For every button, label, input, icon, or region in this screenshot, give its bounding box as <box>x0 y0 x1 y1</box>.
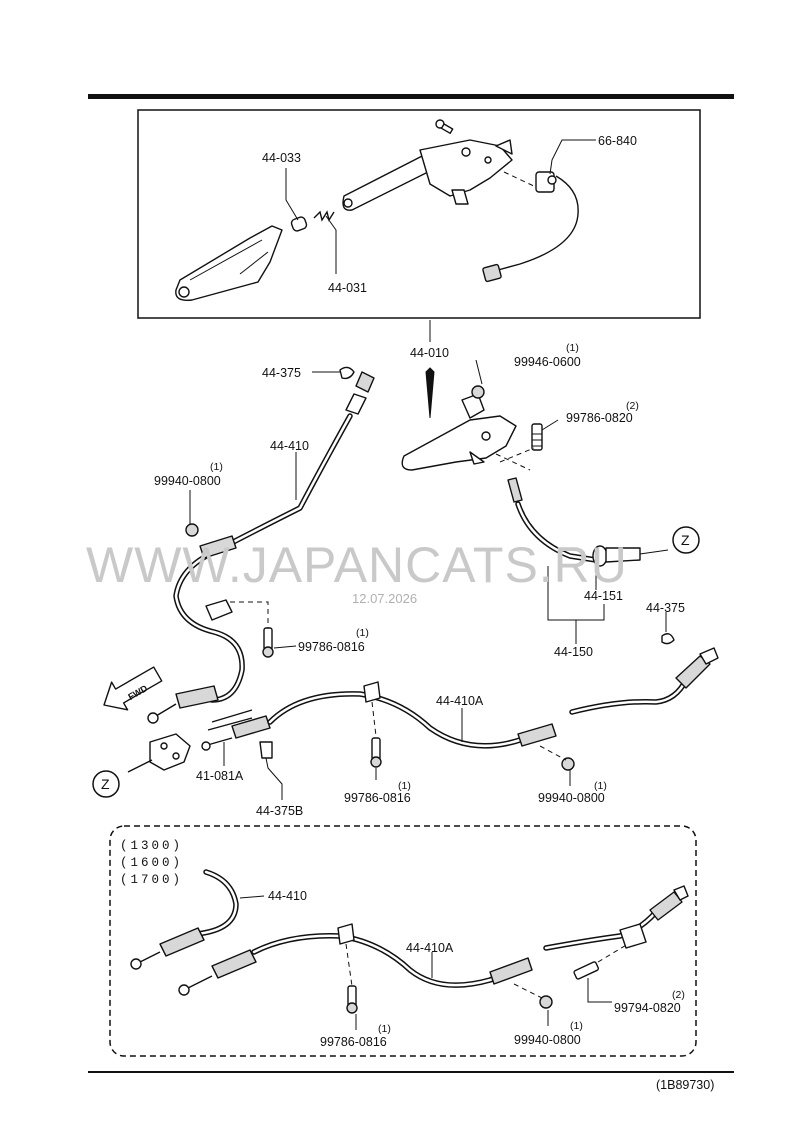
connection-marker-z-right <box>672 526 700 554</box>
variant-cable-44-410[interactable] <box>130 869 239 970</box>
engine-code-1300: (1300) <box>120 839 183 853</box>
label-44-150: 44-150 <box>554 645 593 659</box>
variant-bolt-99786-0816[interactable] <box>346 985 358 1014</box>
bracket-mid[interactable] <box>363 681 381 703</box>
engine-variant-box <box>109 825 697 1057</box>
qty-99786-variant: (1) <box>378 1023 391 1035</box>
label-44-010: 44-010 <box>410 346 449 360</box>
qty-99786-mid: (1) <box>398 780 411 792</box>
lever-assembly-44-010[interactable] <box>401 393 517 471</box>
equalizer-41-081A[interactable] <box>127 709 253 773</box>
top-rule <box>88 94 734 99</box>
bolt-99786-0820[interactable] <box>531 423 543 451</box>
bolt-99786-0816-left[interactable] <box>262 627 274 658</box>
marker-z-right: Z <box>681 532 690 548</box>
lever-bolt[interactable] <box>435 119 454 135</box>
bolt-99786-0816-mid[interactable] <box>370 737 382 768</box>
warning-switch-66-840[interactable] <box>482 171 579 283</box>
label-99794-0820: 99794-0820 <box>614 1001 681 1015</box>
rear-cable-left-44-410[interactable] <box>147 371 375 724</box>
qty-99946: (1) <box>566 342 579 354</box>
engine-code-1600: (1600) <box>120 856 183 870</box>
qty-99940-right: (1) <box>594 780 607 792</box>
nut-99946-0600[interactable] <box>471 385 485 399</box>
watermark-date: 12.07.2026 <box>352 591 417 606</box>
engine-code-1700: (1700) <box>120 873 183 887</box>
direction-arrow <box>425 367 435 419</box>
label-44-375B: 44-375B <box>256 804 303 818</box>
bracket-44-375B[interactable] <box>259 741 273 759</box>
label-44-410A-variant: 44-410A <box>406 941 454 955</box>
label-44-410-main: 44-410 <box>270 439 309 453</box>
nut-99940-0800-left[interactable] <box>185 523 199 537</box>
variant-bolt-99794-0820[interactable] <box>573 961 600 980</box>
nut-99940-0800-right[interactable] <box>561 757 575 771</box>
variant-cable-44-410A[interactable] <box>178 885 689 996</box>
qty-99794: (2) <box>672 989 685 1001</box>
label-41-081A: 41-081A <box>196 769 244 783</box>
bottom-rule <box>88 1071 734 1073</box>
qty-99940-variant: (1) <box>570 1020 583 1032</box>
lever-grip-cover[interactable] <box>175 225 283 301</box>
diagram-reference-number: (1B89730) <box>656 1078 714 1092</box>
label-99786-0816-variant: 99786-0816 <box>320 1035 387 1049</box>
label-44-375-right: 44-375 <box>646 601 685 615</box>
front-cable-44-150[interactable] <box>507 477 669 567</box>
connection-marker-z-left <box>92 770 120 798</box>
lever-body-66-detail[interactable] <box>419 139 513 205</box>
qty-99786-0820: (2) <box>626 400 639 412</box>
label-99946-0600: 99946-0600 <box>514 355 581 369</box>
label-44-410A-main: 44-410A <box>436 694 484 708</box>
rear-cable-right-44-410A[interactable] <box>231 647 719 749</box>
variant-nut-99940-0800[interactable] <box>539 995 553 1009</box>
bracket-left[interactable] <box>205 599 233 621</box>
clip-44-375-right[interactable] <box>661 633 675 645</box>
qty-99940-left: (1) <box>210 461 223 473</box>
label-44-375-top: 44-375 <box>262 366 301 380</box>
label-99940-0800-variant: 99940-0800 <box>514 1033 581 1047</box>
label-44-410-variant: 44-410 <box>268 889 307 903</box>
clip-44-375-top[interactable] <box>339 366 355 380</box>
label-99940-0800-left: 99940-0800 <box>154 474 221 488</box>
label-66-840: 66-840 <box>598 134 637 148</box>
marker-z-left: Z <box>101 776 110 792</box>
label-44-031: 44-031 <box>328 281 367 295</box>
watermark-site: WWW.JAPANCATS.RU <box>86 537 628 593</box>
label-99786-0816-mid: 99786-0816 <box>344 791 411 805</box>
variant-bracket[interactable] <box>337 923 355 945</box>
label-99940-0800-right: 99940-0800 <box>538 791 605 805</box>
lever-detail-box <box>137 109 701 319</box>
label-99786-0820: 99786-0820 <box>566 411 633 425</box>
qty-99786-left: (1) <box>356 627 369 639</box>
label-44-033: 44-033 <box>262 151 301 165</box>
fwd-arrow <box>103 666 163 711</box>
release-button-44-033[interactable] <box>290 216 308 232</box>
spring-44-031[interactable] <box>313 210 335 222</box>
lever-rod[interactable] <box>342 151 441 211</box>
label-44-151: 44-151 <box>584 589 623 603</box>
label-99786-0816-left: 99786-0816 <box>298 640 365 654</box>
